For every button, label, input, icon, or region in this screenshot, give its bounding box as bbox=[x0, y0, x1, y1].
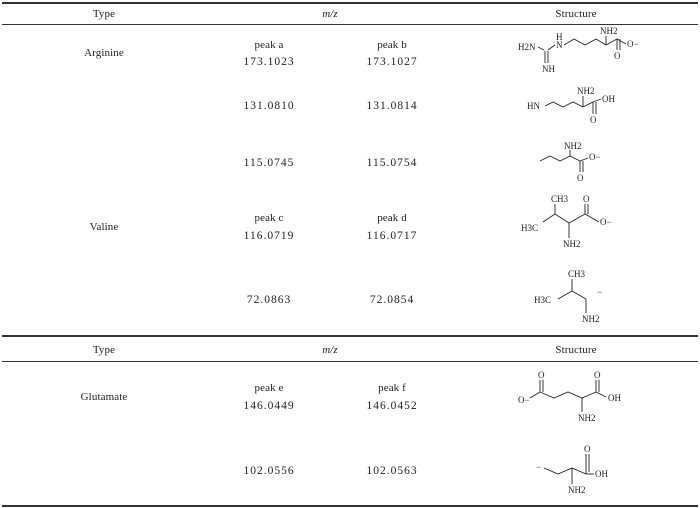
frag-131-a: 131.0810 bbox=[243, 100, 295, 112]
peak-c-label: peak c bbox=[254, 212, 284, 224]
h-label: H bbox=[556, 32, 563, 42]
arginine-fragment-131-structure: HN NH2 O OH bbox=[527, 86, 615, 125]
nh-label: NH bbox=[542, 64, 555, 74]
o-label-2: O bbox=[590, 115, 597, 125]
col-header-structure-2: Structure bbox=[555, 344, 597, 356]
col-header-mz: m/z bbox=[322, 8, 338, 20]
o-label-6: O bbox=[594, 370, 601, 380]
peak-d-value: 116.0717 bbox=[366, 230, 418, 242]
minus-label-2: − bbox=[536, 462, 541, 472]
peak-e-label: peak e bbox=[254, 382, 284, 394]
section-divider-rule bbox=[2, 335, 698, 337]
nh2-label-4: NH2 bbox=[563, 239, 581, 249]
peak-b-value: 173.1027 bbox=[366, 56, 418, 68]
o-minus-label-4: O− bbox=[518, 395, 530, 405]
nh2-label-2: NH2 bbox=[577, 86, 595, 96]
n-label: N bbox=[556, 40, 563, 50]
o-label-7: O bbox=[584, 444, 591, 454]
valine-structure: CH3 H3C NH2 O O− bbox=[521, 194, 612, 249]
oh-label-2: OH bbox=[608, 393, 621, 403]
ch3-label: CH3 bbox=[551, 194, 569, 204]
frag-115-b: 115.0754 bbox=[366, 157, 418, 169]
col-header-type-2: Type bbox=[92, 344, 116, 356]
frag-115-a: 115.0745 bbox=[243, 157, 295, 169]
col-header-type: Type bbox=[92, 8, 116, 20]
peak-a-label: peak a bbox=[254, 39, 284, 51]
o-minus-label-3: O− bbox=[600, 217, 612, 227]
peak-f-value: 146.0452 bbox=[366, 400, 418, 412]
peak-a-value: 173.1023 bbox=[243, 56, 295, 68]
o-minus-label: O− bbox=[627, 39, 639, 49]
nh2-label-7: NH2 bbox=[568, 485, 586, 495]
hn-label: HN bbox=[527, 101, 540, 111]
o-label: O bbox=[614, 51, 621, 61]
valine-fragment-72-structure: CH3 H3C NH2 − bbox=[534, 269, 602, 324]
arginine-structure: H2N NH H N NH2 O O− bbox=[518, 26, 639, 74]
nh2-label-3: NH2 bbox=[564, 141, 582, 151]
o-label-3: O bbox=[577, 173, 584, 183]
frag-72-c: 72.0863 bbox=[246, 294, 292, 306]
peak-d-label: peak d bbox=[377, 212, 407, 224]
type-valine: Valine bbox=[89, 221, 119, 233]
h3c-label: H3C bbox=[521, 223, 538, 233]
oh-label: OH bbox=[602, 94, 615, 104]
glutamate-structure: O− O O OH NH2 bbox=[518, 370, 621, 423]
glutamate-fragment-102-structure: − NH2 O OH bbox=[536, 444, 608, 495]
h2n-label: H2N bbox=[518, 42, 536, 52]
o-label-5: O bbox=[538, 370, 545, 380]
type-glutamate: Glutamate bbox=[80, 391, 128, 403]
col-header-mz-2: m/z bbox=[322, 344, 338, 356]
nh2-label-6: NH2 bbox=[578, 413, 596, 423]
bottom-rule bbox=[2, 505, 698, 507]
type-arginine: Arginine bbox=[84, 47, 124, 59]
header-rule bbox=[2, 24, 698, 25]
frag-72-d: 72.0854 bbox=[369, 294, 415, 306]
o-label-4: O bbox=[583, 194, 590, 204]
nh2-label-5: NH2 bbox=[582, 314, 600, 324]
header-rule-2 bbox=[2, 361, 698, 362]
top-rule bbox=[2, 2, 698, 4]
h3c-label-2: H3C bbox=[534, 295, 551, 305]
nh2-label: NH2 bbox=[600, 26, 618, 36]
peak-b-label: peak b bbox=[377, 39, 407, 51]
oh-label-3: OH bbox=[595, 469, 608, 479]
peak-f-label: peak f bbox=[378, 382, 406, 394]
frag-102-f: 102.0563 bbox=[366, 465, 418, 477]
ch3-label-2: CH3 bbox=[568, 269, 586, 279]
minus-label: − bbox=[597, 287, 602, 297]
peak-e-value: 146.0449 bbox=[243, 400, 295, 412]
peak-c-value: 116.0719 bbox=[243, 230, 295, 242]
arginine-fragment-115-structure: NH2 O O− bbox=[539, 141, 601, 183]
o-minus-label-2: O− bbox=[589, 152, 601, 162]
frag-102-e: 102.0556 bbox=[243, 465, 295, 477]
frag-131-b: 131.0814 bbox=[366, 100, 418, 112]
col-header-structure: Structure bbox=[555, 8, 597, 20]
